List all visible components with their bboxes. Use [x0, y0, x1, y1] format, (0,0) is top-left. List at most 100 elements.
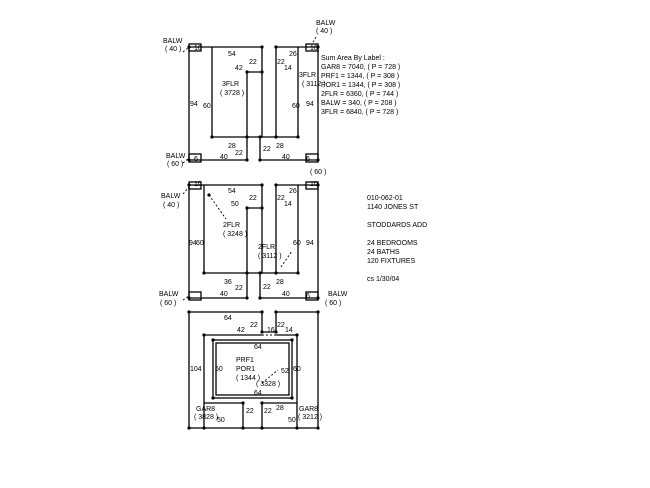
floor3-balcony-bottom-left	[188, 153, 202, 163]
dim-label: 22	[264, 408, 272, 415]
floor2-leader-left	[208, 194, 227, 220]
area-label-name: 2FLR	[223, 222, 240, 229]
dim-label: 10	[310, 181, 318, 188]
floor-2-sketch: 54 50 22 26 14 22 94 60 60 94 36 22 22 2…	[159, 181, 348, 307]
dim-label: 104	[190, 366, 202, 373]
balcony-label-value: ( 40 )	[163, 202, 179, 209]
balcony-label-name: BALW	[328, 291, 348, 298]
dim-label: 28	[276, 143, 284, 150]
floor3-left-ell	[246, 71, 262, 137]
area-label-value: ( 3828 )	[194, 414, 218, 421]
floor3-leader-1	[182, 46, 190, 53]
dim-label: 28	[276, 279, 284, 286]
floor3-balcony-bottom-right	[305, 153, 319, 163]
dim-label: 60	[292, 103, 300, 110]
floor3-leader-3	[182, 157, 190, 164]
dim-label: 10	[310, 45, 318, 52]
floor1-vertices	[187, 310, 320, 430]
dim-label: 6	[306, 156, 310, 163]
dim-label: 42	[235, 65, 243, 72]
dim-label: 22	[277, 195, 285, 202]
dim-label: 22	[250, 322, 258, 329]
balcony-label-name: BALW	[316, 20, 336, 27]
dim-label: 54	[228, 51, 236, 58]
dim-label: 14	[284, 65, 292, 72]
dim-label: 10	[194, 45, 202, 52]
balcony-label-name: BALW	[159, 291, 179, 298]
dim-label: 26	[289, 188, 297, 195]
floor2-left-ell	[246, 207, 262, 273]
dim-label: 50	[217, 417, 225, 424]
summary-line: 2FLR = 6360, ( P = 744 )	[321, 91, 399, 98]
floor2-vertices	[187, 183, 320, 300]
fixtures: 120 FIXTURES	[367, 258, 416, 265]
area-label-value: ( 3112 )	[258, 253, 282, 260]
dim-label: 22	[277, 59, 285, 66]
floor3-vertices	[187, 45, 320, 162]
floor2-leader-balw-tl	[182, 186, 190, 195]
dim-label: 60	[203, 103, 211, 110]
summary-line: GAR8 = 7040, ( P = 728 )	[321, 64, 401, 71]
dim-label: 64	[224, 315, 232, 322]
balcony-label-value: ( 60 )	[167, 161, 183, 168]
subdivision: STODDARDS ADD	[367, 222, 428, 229]
area-label-name: POR1	[236, 366, 255, 373]
dim-label: 64	[254, 390, 262, 397]
spacer	[367, 212, 427, 221]
dim-label: 22	[235, 285, 243, 292]
property-info-panel: 010-062-01 1140 JONES ST STODDARDS ADD 2…	[367, 194, 427, 284]
dim-label: 22	[263, 146, 271, 153]
summary-heading: Sum Area By Label :	[321, 55, 385, 62]
balcony-label-value: ( 40 )	[316, 28, 332, 35]
parcel-number: 010-062-01	[367, 195, 403, 202]
dim-label: 50	[288, 417, 296, 424]
dim-label: 28	[276, 405, 284, 412]
spacer	[367, 266, 427, 275]
floor2-balcony-bottom-left	[188, 291, 202, 301]
area-label-value: ( 3112 )	[302, 81, 326, 88]
dim-label: 54	[228, 188, 236, 195]
dim-label: 22	[249, 59, 257, 66]
floor-1-sketch: 64 22 42 22 16 14 64 104 60 52 60 64 22 …	[187, 310, 322, 430]
balcony-label-name: BALW	[166, 153, 186, 160]
area-label-value: ( 3728 )	[220, 90, 244, 97]
dim-label: 22	[277, 322, 285, 329]
dim-label: 40	[282, 291, 290, 298]
dim-label: 28	[228, 143, 236, 150]
floor3-leader-2	[311, 36, 317, 45]
floor1-porch-inner	[215, 342, 290, 396]
dim-label: 6	[194, 156, 198, 163]
dim-label: 42	[237, 327, 245, 334]
balcony-label-value: ( 60 )	[160, 300, 176, 307]
dim-label: 94	[190, 101, 198, 108]
dim-label: 6	[306, 293, 310, 300]
floor2-balcony-bottom-right	[305, 291, 319, 301]
dim-label: 94	[306, 101, 314, 108]
balcony-label-name: BALW	[163, 38, 183, 45]
balcony-label-value: ( 60 )	[310, 169, 326, 176]
baths: 24 BATHS	[367, 249, 400, 256]
dim-label: 16	[267, 327, 275, 334]
floor1-leader	[261, 369, 279, 384]
balcony-label-value: ( 40 )	[165, 46, 181, 53]
dim-label: 22	[246, 408, 254, 415]
dim-label: 60	[293, 240, 301, 247]
area-label-name: GAR8	[299, 406, 318, 413]
dim-label: 14	[285, 327, 293, 334]
dim-label: 60	[293, 366, 301, 373]
dim-label: 40	[220, 291, 228, 298]
summary-line: BALW = 340, ( P = 208 )	[321, 100, 397, 107]
bedrooms: 24 BEDROOMS	[367, 240, 418, 247]
dim-label: 94	[306, 240, 314, 247]
dim-label: 22	[263, 284, 271, 291]
dim-label: 36	[224, 279, 232, 286]
dim-label: 22	[249, 195, 257, 202]
area-label-name: 3FLR	[222, 81, 239, 88]
balcony-label-value: ( 60 )	[325, 300, 341, 307]
address: 1140 JONES ST	[367, 204, 419, 211]
area-label-value: ( 3212 )	[298, 414, 322, 421]
dim-label: 52	[281, 368, 289, 375]
dim-label: 40	[220, 154, 228, 161]
floor-3-sketch: 54 42 22 26 14 22 94 60 60 94 28 22 22 2…	[163, 20, 336, 176]
